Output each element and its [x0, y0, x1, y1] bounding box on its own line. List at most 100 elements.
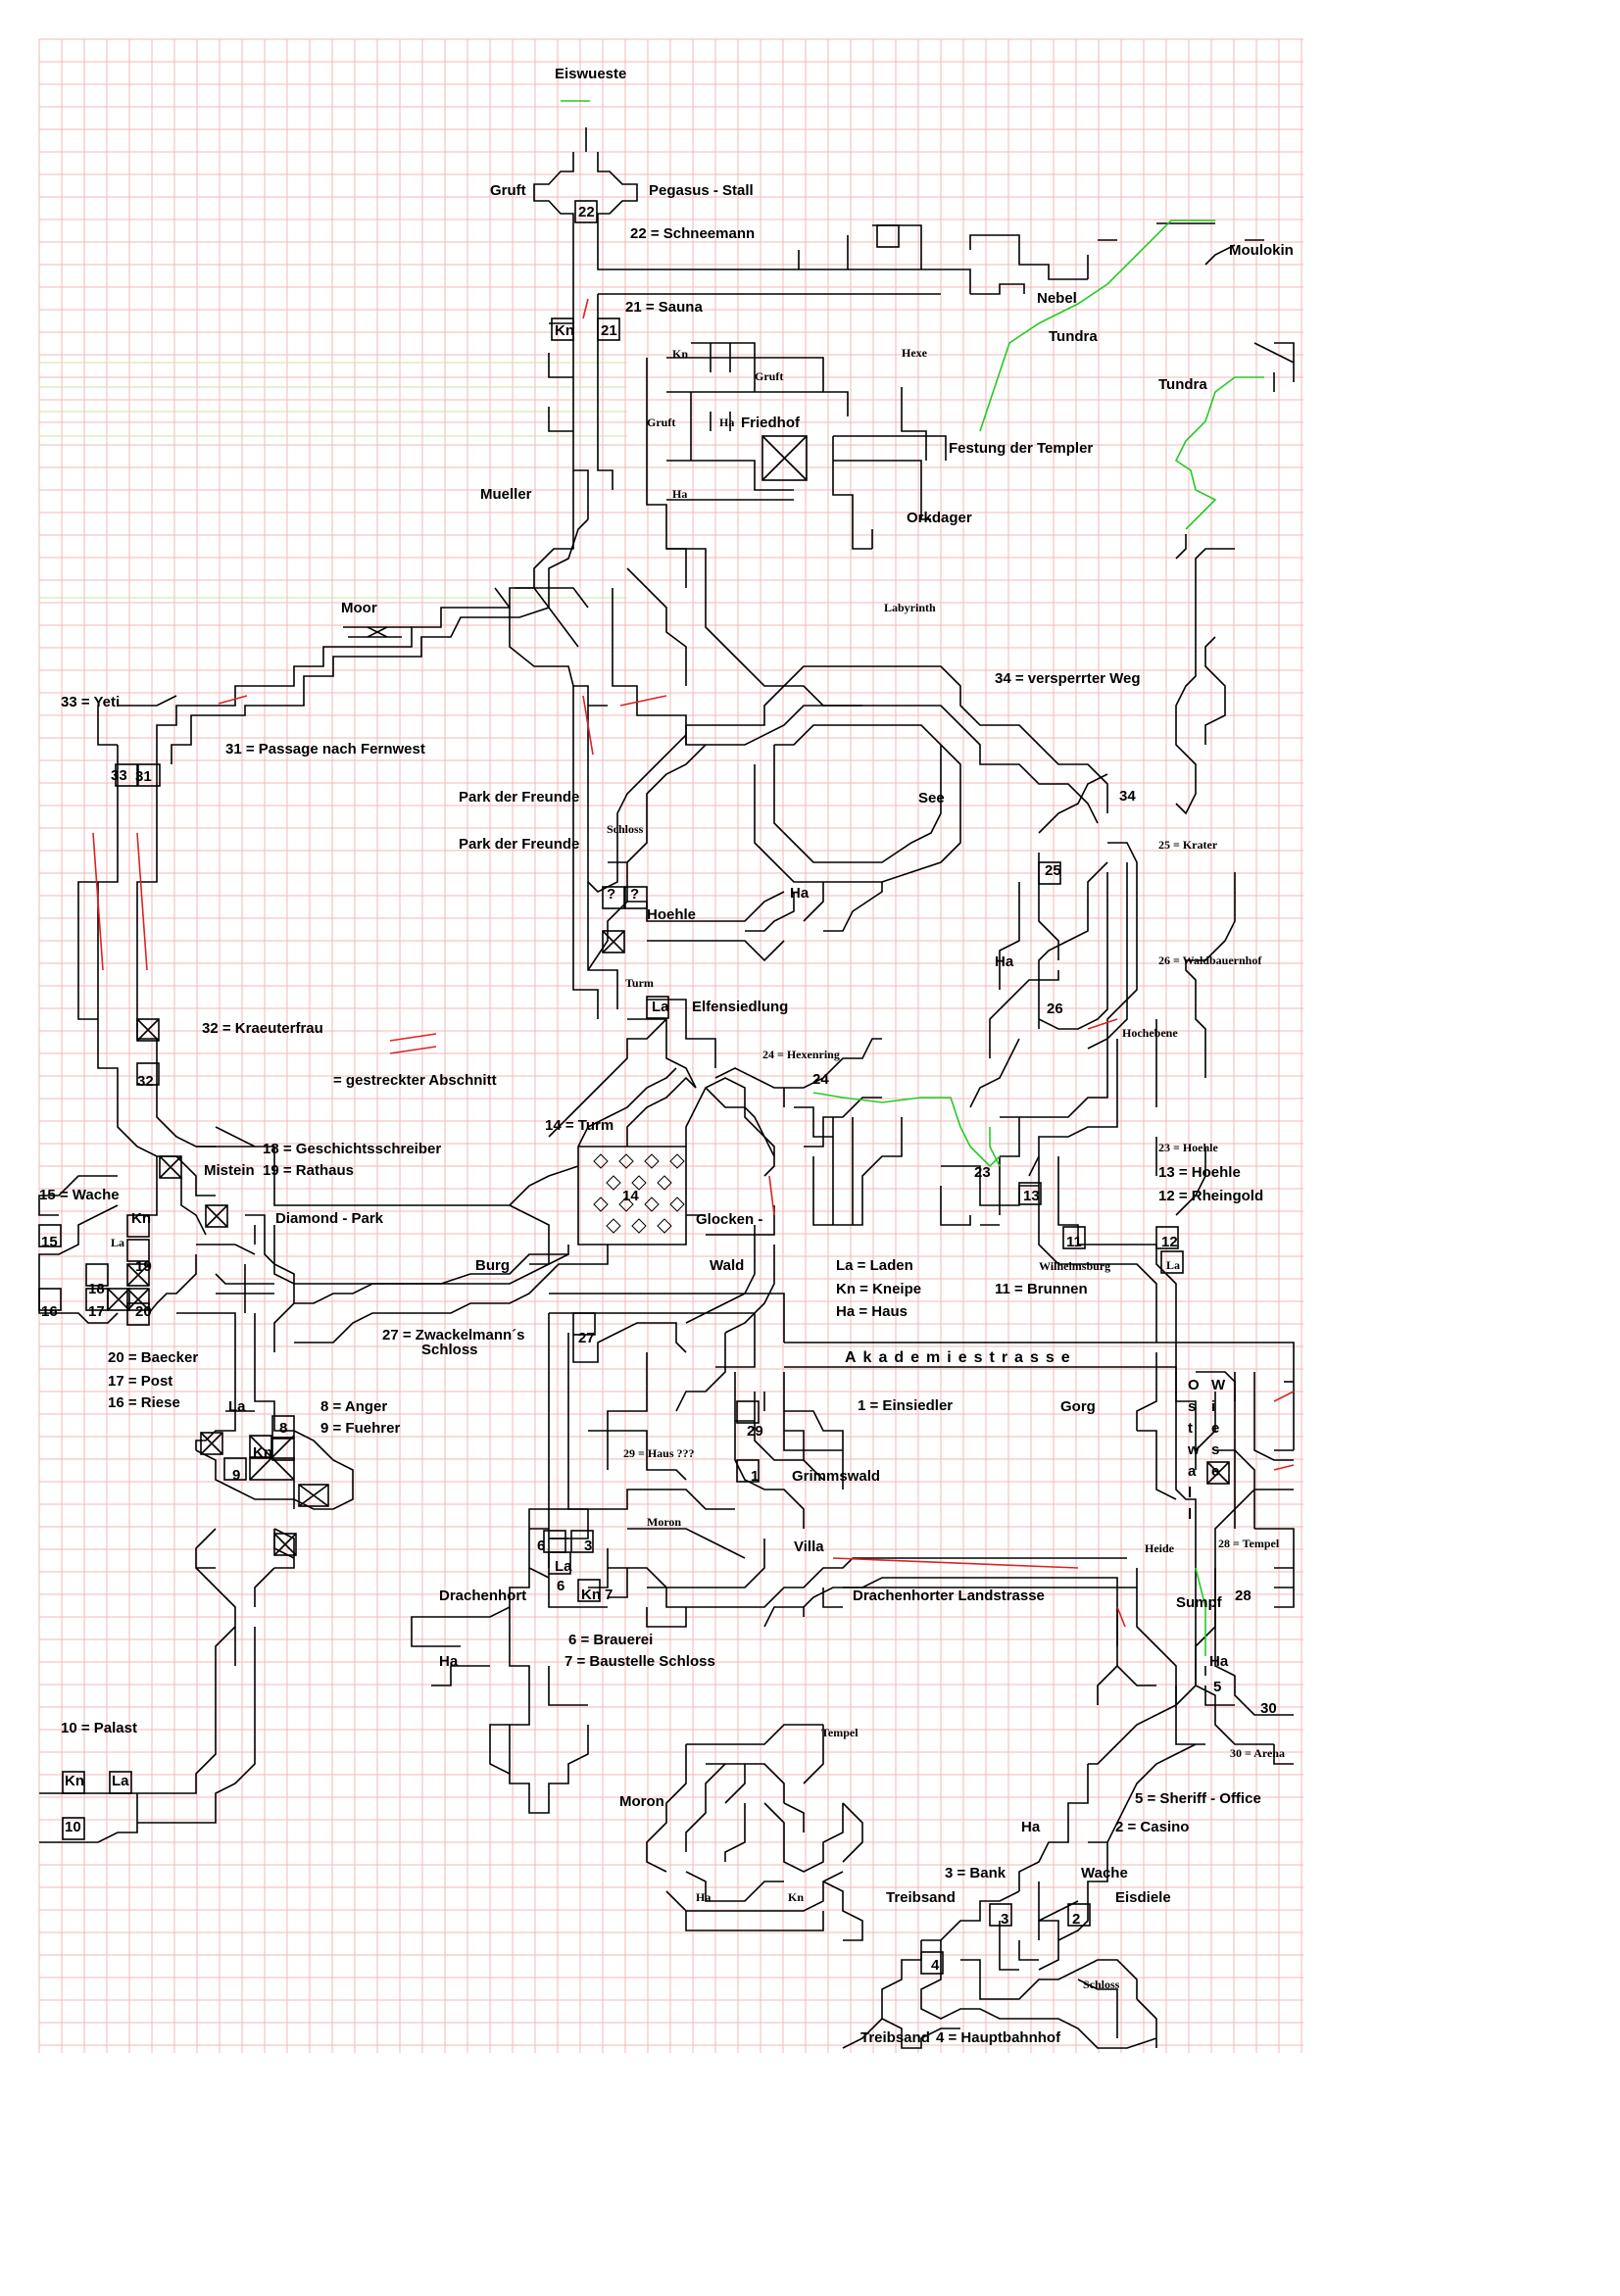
label-gestreckt: = gestreckter Abschnitt [333, 1072, 497, 1089]
label-n18: 18 [88, 1281, 105, 1297]
label-kn-9: Kn [253, 1444, 272, 1461]
label-n1: 1 [751, 1468, 759, 1485]
label-grimmswald: Grimmswald [792, 1468, 880, 1485]
label-n11: 11 [1066, 1234, 1082, 1250]
label-riese: 16 = Riese [108, 1394, 180, 1411]
label-n6b: 6 [557, 1578, 565, 1594]
turm-diamond [618, 1197, 634, 1212]
label-ha-bottom: Ha [696, 1890, 711, 1904]
ostwall-letter: l [1188, 1485, 1192, 1501]
label-n25: 25 [1045, 862, 1061, 879]
label-n34: 34 [1119, 788, 1136, 805]
label-labyrinth: Labyrinth [884, 601, 936, 614]
label-n12: 12 [1161, 1234, 1178, 1250]
turm-diamond [606, 1175, 621, 1191]
label-casino: 2 = Casino [1115, 1819, 1189, 1835]
wiese-letter: i [1211, 1398, 1215, 1415]
label-drachenhort: Drachenhort [439, 1588, 526, 1604]
label-tempel28: 28 = Tempel [1218, 1537, 1280, 1550]
label-orkdager: Orkdager [907, 510, 972, 526]
label-treibsand2: Treibsand [860, 2029, 930, 2046]
label-la-laden: La = Laden [836, 1257, 913, 1274]
label-hauptbahnhof: 4 = Hauptbahnhof [936, 2029, 1061, 2046]
label-wache: Wache [1081, 1865, 1128, 1881]
label-q2: ? [630, 886, 639, 903]
label-n16: 16 [41, 1303, 58, 1320]
label-brauerei: 6 = Brauerei [568, 1632, 653, 1648]
turm-diamond [657, 1218, 672, 1234]
label-ha-left: Ha [439, 1653, 459, 1670]
label-burg: Burg [475, 1257, 510, 1274]
green-route [561, 100, 1264, 1656]
label-hoehle23: 23 = Hoehle [1158, 1141, 1219, 1154]
label-villa: Villa [794, 1539, 824, 1555]
label-n27: 27 [578, 1330, 595, 1346]
label-kn-7: Kn [581, 1587, 601, 1603]
label-la-16: La [228, 1398, 246, 1415]
label-brunnen: 11 = Brunnen [995, 1281, 1088, 1297]
label-n4: 4 [931, 1957, 940, 1974]
turm-diamond [644, 1197, 660, 1212]
label-wald: Wald [710, 1257, 744, 1274]
label-hexenring: 24 = Hexenring [762, 1048, 840, 1061]
label-ha-friedhof: Ha [719, 415, 734, 429]
label-elfensiedlung: Elfensiedlung [692, 999, 788, 1015]
map-grid [38, 38, 1303, 2053]
label-zwackelmann2: Schloss [421, 1342, 478, 1358]
label-haus29: 29 = Haus ??? [623, 1446, 695, 1460]
label-kn-palast: Kn [65, 1773, 84, 1789]
label-kn-kneipe: Kn = Kneipe [836, 1281, 921, 1297]
label-kraeuterfrau: 32 = Kraeuterfrau [202, 1020, 323, 1037]
label-turm: 14 = Turm [545, 1117, 614, 1134]
label-passage: 31 = Passage nach Fernwest [225, 741, 425, 757]
label-mueller: Mueller [480, 486, 532, 503]
label-n32: 32 [137, 1073, 154, 1090]
turm-diamond [631, 1218, 647, 1234]
label-zwackelmann1: 27 = Zwackelmann´s [382, 1327, 525, 1343]
label-n29: 29 [747, 1423, 763, 1440]
label-park1: Park der Freunde [459, 789, 579, 806]
label-kn-friedhof: Kn [672, 347, 688, 361]
label-n22: 22 [578, 204, 595, 220]
label-n15: 15 [41, 1234, 58, 1250]
label-hoehle13: 13 = Hoehle [1158, 1164, 1241, 1181]
label-sumpf: Sumpf [1176, 1594, 1223, 1611]
label-n8: 8 [279, 1420, 287, 1437]
label-n14: 14 [622, 1188, 639, 1204]
red-markers [92, 298, 1295, 1628]
label-hoehle: Hoehle [647, 906, 696, 923]
faint-guides [39, 362, 627, 599]
label-sheriff: 5 = Sheriff - Office [1135, 1790, 1261, 1807]
label-n7: 7 [605, 1587, 613, 1603]
label-kn-diamond: Kn [131, 1210, 151, 1227]
label-n28: 28 [1235, 1588, 1252, 1604]
label-einsiedler: 1 = Einsiedler [858, 1397, 953, 1414]
label-arena: 30 = Arena [1230, 1746, 1285, 1760]
label-moron: Moron [619, 1793, 664, 1810]
label-wache15: 15 = Wache [39, 1187, 120, 1203]
turm-diamond [606, 1218, 621, 1234]
turm-diamond [669, 1197, 685, 1212]
label-kn-bottom: Kn [788, 1890, 804, 1904]
label-festung: Festung der Templer [949, 440, 1093, 457]
wiese-letter: W [1211, 1377, 1226, 1393]
label-schneemann: 22 = Schneemann [630, 225, 755, 242]
label-n3: 3 [584, 1538, 592, 1554]
label-krater: 25 = Krater [1158, 838, 1218, 852]
label-friedhof: Friedhof [741, 415, 801, 431]
label-akademie: Akademiestrasse [845, 1349, 1077, 1366]
label-park2: Park der Freunde [459, 836, 579, 853]
ostwall-letter: l [1188, 1506, 1192, 1523]
label-turm-small: Turm [625, 976, 654, 990]
label-yeti: 33 = Yeti [61, 694, 120, 710]
label-landstrasse: Drachenhorter Landstrasse [853, 1588, 1045, 1604]
label-kn-top: Kn [555, 322, 574, 339]
label-waldbauernhof: 26 = Waldbauernhof [1158, 953, 1262, 967]
label-heide: Heide [1145, 1541, 1175, 1555]
label-tundra2: Tundra [1158, 376, 1207, 393]
turm-diamond [669, 1153, 685, 1169]
label-diamond: Diamond - Park [275, 1210, 384, 1227]
label-ha-sumpf: Ha [1209, 1653, 1229, 1670]
